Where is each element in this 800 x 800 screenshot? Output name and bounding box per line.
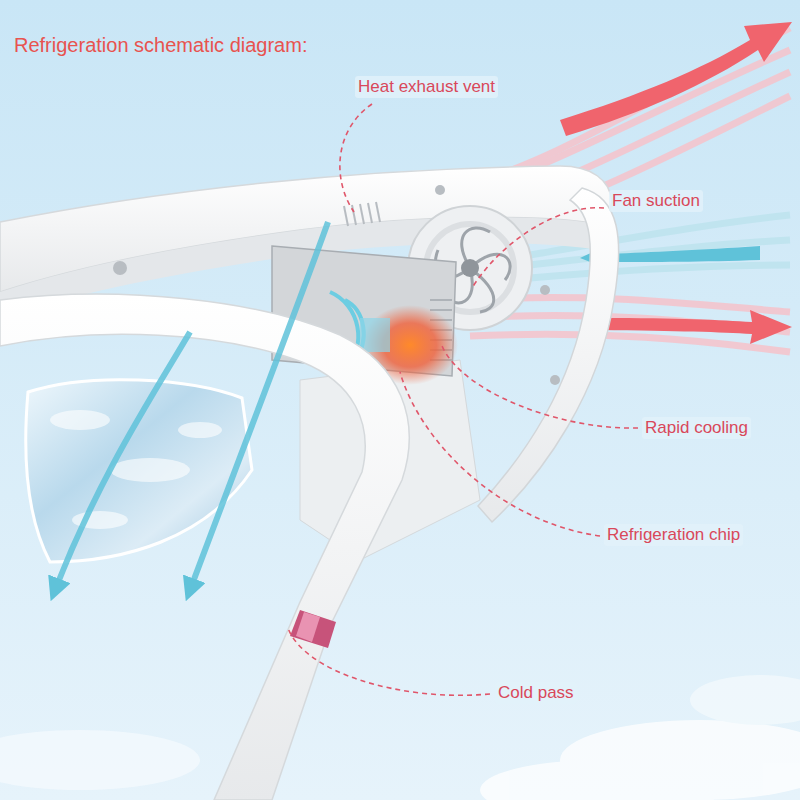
pink-ring-highlight bbox=[296, 612, 320, 642]
pink-ring bbox=[290, 610, 336, 648]
clouds bbox=[0, 675, 800, 800]
heat-exhaust-vent bbox=[344, 202, 380, 226]
hot-air-arrow bbox=[600, 310, 792, 344]
diagram-title: Refrigeration schematic diagram: bbox=[14, 33, 307, 57]
callout-label: Fan suction bbox=[609, 190, 703, 212]
callout-label: Refrigeration chip bbox=[604, 524, 743, 546]
callout-label: Cold pass bbox=[495, 682, 577, 704]
leader-line bbox=[340, 104, 372, 212]
leader-line bbox=[288, 628, 490, 695]
cooling-plate bbox=[26, 380, 252, 562]
callout-label: Rapid cooling bbox=[642, 417, 751, 439]
leader-line bbox=[400, 372, 600, 536]
cold-air-arrow bbox=[190, 222, 328, 590]
housing-cover bbox=[478, 188, 619, 522]
cold-air-arrow bbox=[55, 332, 190, 590]
leader-lines bbox=[288, 104, 638, 695]
leader-line bbox=[472, 208, 604, 288]
callout-label: Heat exhaust vent bbox=[355, 76, 498, 98]
leader-line bbox=[442, 346, 638, 428]
hot-air-arrow bbox=[560, 22, 792, 136]
